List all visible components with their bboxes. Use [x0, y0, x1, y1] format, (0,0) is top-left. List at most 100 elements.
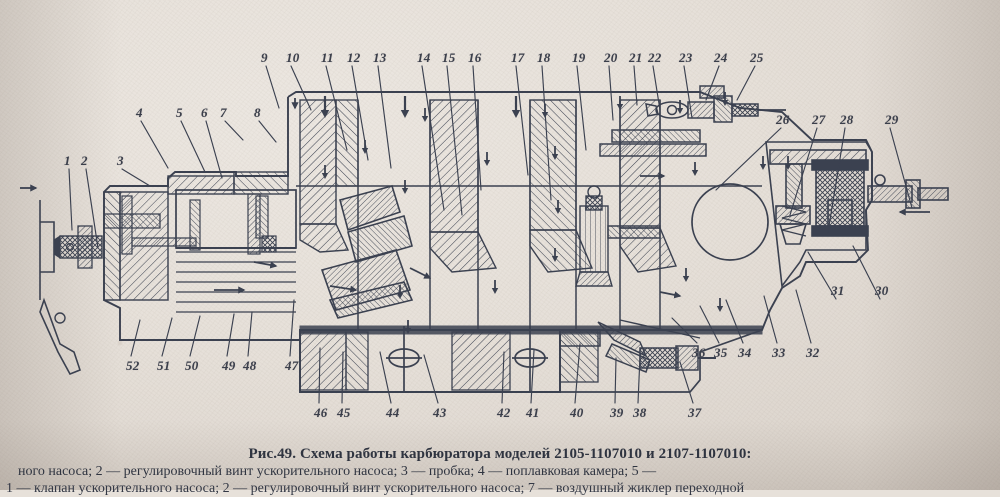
- leader-line-45: [341, 351, 344, 404]
- callout-label-24: 24: [714, 50, 728, 65]
- leader-line-47: [289, 299, 295, 357]
- callout-label-23: 23: [679, 50, 693, 65]
- fuel-level-lines: [176, 251, 296, 313]
- callout-label-21: 21: [629, 50, 643, 65]
- scan-shadow-bottom: [0, 420, 1000, 490]
- leader-line-40: [574, 343, 581, 404]
- callout-label-2: 2: [81, 153, 88, 168]
- leader-line-26: [715, 127, 782, 191]
- callout-label-34: 34: [738, 345, 752, 360]
- leader-line-33: [763, 295, 778, 344]
- figure-caption-title: Рис.49. Схема работы карбюратора моделей…: [248, 446, 752, 462]
- float-needle-valve: [39, 200, 103, 376]
- leader-line-48: [247, 311, 253, 357]
- leader-line-52: [130, 319, 141, 357]
- idle-mixture-screw-assembly: [559, 319, 716, 373]
- mixing-chambers: [296, 99, 763, 392]
- leader-line-38: [637, 355, 641, 404]
- callout-label-37: 37: [688, 405, 702, 420]
- callout-label-3: 3: [117, 153, 124, 168]
- leader-line-20: [608, 65, 614, 121]
- callout-label-17: 17: [511, 50, 525, 65]
- callout-label-52: 52: [126, 358, 140, 373]
- callout-label-16: 16: [468, 50, 482, 65]
- float-chamber-assembly: [39, 171, 297, 376]
- leader-line-30: [852, 245, 881, 300]
- callout-label-13: 13: [373, 50, 387, 65]
- leader-line-17: [515, 65, 529, 176]
- callout-label-35: 35: [714, 345, 728, 360]
- callout-label-12: 12: [347, 50, 361, 65]
- leader-line-44: [379, 351, 392, 404]
- callout-label-27: 27: [812, 112, 826, 127]
- leader-line-46: [318, 347, 321, 404]
- callout-label-31: 31: [831, 283, 845, 298]
- callout-label-29: 29: [885, 112, 899, 127]
- leader-line-11: [325, 65, 348, 151]
- throttle-plate-secondary: [512, 326, 548, 392]
- callout-label-10: 10: [286, 50, 300, 65]
- callout-label-47: 47: [285, 358, 299, 373]
- callout-label-44: 44: [386, 405, 400, 420]
- leader-line-12: [351, 65, 369, 161]
- callout-label-26: 26: [776, 112, 790, 127]
- callout-label-8: 8: [254, 105, 261, 120]
- callout-label-30: 30: [875, 283, 889, 298]
- callout-label-20: 20: [604, 50, 618, 65]
- leader-line-6: [205, 120, 223, 179]
- leader-line-21: [633, 65, 638, 106]
- leader-line-34: [725, 299, 744, 344]
- leader-line-49: [226, 313, 235, 357]
- leader-line-2: [85, 168, 99, 249]
- scan-shadow-right: [860, 0, 1000, 490]
- callout-label-50: 50: [185, 358, 199, 373]
- leader-line-13: [377, 65, 392, 169]
- leader-line-42: [501, 351, 505, 404]
- callout-label-14: 14: [417, 50, 431, 65]
- callout-label-39: 39: [610, 405, 624, 420]
- callout-label-9: 9: [261, 50, 268, 65]
- leader-line-28: [827, 127, 846, 233]
- callout-label-15: 15: [442, 50, 456, 65]
- callout-label-5: 5: [176, 105, 183, 120]
- leader-line-35: [699, 305, 720, 344]
- leader-line-39: [614, 357, 617, 404]
- callout-label-40: 40: [570, 405, 584, 420]
- callout-label-19: 19: [572, 50, 586, 65]
- callout-label-43: 43: [433, 405, 447, 420]
- leader-line-36: [671, 317, 698, 344]
- leader-line-37: [679, 361, 694, 404]
- leader-line-1: [68, 168, 73, 231]
- leader-line-15: [446, 65, 463, 216]
- leader-line-7: [224, 120, 244, 141]
- leader-line-5: [180, 120, 206, 173]
- economiser-diaphragm-flap: [320, 185, 414, 319]
- leader-line-19: [576, 65, 587, 151]
- leader-line-22: [652, 65, 661, 111]
- leader-line-4: [140, 120, 169, 169]
- callout-label-42: 42: [497, 405, 511, 420]
- callout-label-36: 36: [692, 345, 706, 360]
- callout-label-6: 6: [201, 105, 208, 120]
- callout-label-38: 38: [633, 405, 647, 420]
- callout-label-45: 45: [337, 405, 351, 420]
- figure-caption-line-3: 1 — клапан ускорительного насоса; 2 — ре…: [6, 481, 745, 496]
- callout-label-1: 1: [64, 153, 71, 168]
- leader-line-25: [736, 65, 756, 101]
- callout-label-7: 7: [220, 105, 227, 120]
- callout-label-46: 46: [314, 405, 328, 420]
- throttle-plate-primary: [386, 326, 422, 392]
- leader-line-23: [683, 65, 693, 119]
- callout-label-33: 33: [772, 345, 786, 360]
- callout-leader-lines: [68, 65, 913, 404]
- emulsion-tube-assembly: [575, 185, 661, 287]
- callout-label-32: 32: [806, 345, 820, 360]
- leader-line-24: [705, 65, 720, 101]
- callout-label-28: 28: [840, 112, 854, 127]
- fuel-inlet-and-power-valve: [691, 141, 949, 289]
- callout-label-25: 25: [750, 50, 764, 65]
- figure-caption-line-2: ного насоса; 2 — регулировочный винт уск…: [18, 464, 657, 479]
- callout-label-11: 11: [321, 50, 334, 65]
- callout-label-22: 22: [648, 50, 662, 65]
- leader-line-9: [265, 65, 280, 109]
